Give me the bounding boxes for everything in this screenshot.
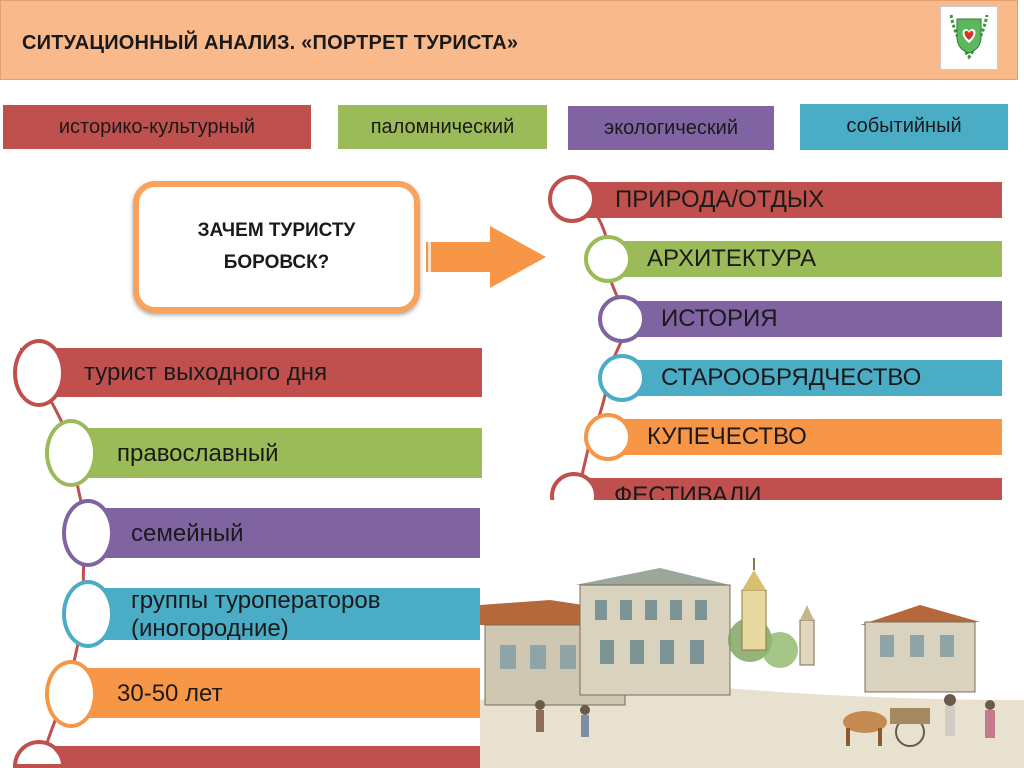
profile-label-age: 30-50 лет xyxy=(117,680,223,707)
profile-bullet-orthodox xyxy=(45,419,97,487)
profile-label-weekend: турист выходного дня xyxy=(84,359,328,386)
reason-bar-architecture: АРХИТЕКТУРА xyxy=(608,241,1002,277)
question-box: ЗАЧЕМ ТУРИСТУ БОРОВСК? xyxy=(133,181,420,313)
profile-label-orthodox: православный xyxy=(117,440,279,467)
profile-label-family: семейный xyxy=(131,520,244,547)
reason-bar-nature: ПРИРОДА/ОТДЫХ xyxy=(570,182,1002,218)
reason-label-history: ИСТОРИЯ xyxy=(661,305,778,332)
reason-bullet-history xyxy=(598,295,646,343)
profile-bar-extra xyxy=(36,746,482,768)
reason-bar-history: ИСТОРИЯ xyxy=(622,301,1002,337)
reason-bar-merchants: КУПЕЧЕСТВО xyxy=(608,419,1002,455)
borovsk-emblem xyxy=(940,6,998,70)
reason-bullet-nature xyxy=(548,175,596,223)
reason-label-nature: ПРИРОДА/ОТДЫХ xyxy=(615,186,825,213)
profile-label-tour-groups-2: (иногородние) xyxy=(131,615,289,640)
reasons-chain xyxy=(576,194,630,497)
reason-bullet-old-believers xyxy=(598,354,646,402)
reason-label-old-believers: СТАРООБРЯДЧЕСТВО xyxy=(661,364,922,391)
profile-bar-family: семейный xyxy=(85,508,482,558)
reason-bar-old-believers: СТАРООБРЯДЧЕСТВО xyxy=(622,360,1002,396)
tourism-type-pilgrimage: паломнический xyxy=(338,105,547,149)
profile-bullet-tour-groups xyxy=(62,580,114,648)
reason-label-architecture: АРХИТЕКТУРА xyxy=(647,245,817,272)
slide-header xyxy=(0,0,1018,80)
slide-title: СИТУАЦИОННЫЙ АНАЛИЗ. «ПОРТРЕТ ТУРИСТА» xyxy=(22,32,519,54)
profile-bullet-family xyxy=(62,499,114,567)
profile-label-tour-groups-1: группы туроператоров xyxy=(131,588,381,614)
reason-bullet-merchants xyxy=(584,413,632,461)
town-sketch-illustration xyxy=(480,500,1024,768)
reason-bullet-architecture xyxy=(584,235,632,283)
reason-label-merchants: КУПЕЧЕСТВО xyxy=(647,423,807,450)
profile-bullet-age xyxy=(45,660,97,728)
question-line-2: БОРОВСК? xyxy=(223,252,330,273)
question-line-1: ЗАЧЕМ ТУРИСТУ xyxy=(197,220,356,241)
tourism-type-event: событийный xyxy=(800,104,1008,150)
arrow-right-icon xyxy=(426,226,546,288)
profile-bar-orthodox: православный xyxy=(70,428,482,478)
profile-bar-age: 30-50 лет xyxy=(70,668,482,718)
tourism-type-historical-cultural: историко-культурный xyxy=(3,105,311,149)
profile-bar-tour-groups: группы туроператоров (иногородние) xyxy=(85,588,482,640)
profile-bullet-weekend xyxy=(13,339,65,407)
tourism-type-ecological: экологический xyxy=(568,106,774,150)
profile-bar-weekend: турист выходного дня xyxy=(20,348,482,397)
